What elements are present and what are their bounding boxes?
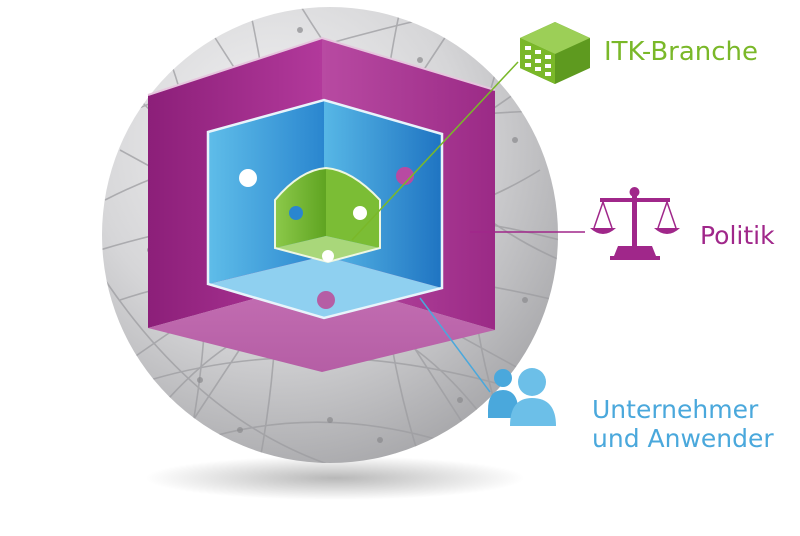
label-user-line1: Unternehmer bbox=[592, 395, 759, 424]
label-politik: Politik bbox=[700, 221, 775, 250]
label-itk-branche: ITK-Branche bbox=[604, 37, 759, 67]
connector-user bbox=[419, 297, 491, 393]
people-icon bbox=[488, 368, 556, 426]
label-unternehmer-und-anwender: Unternehmer und Anwender bbox=[592, 395, 774, 454]
connector-itk bbox=[351, 61, 519, 241]
office-building-icon bbox=[520, 22, 590, 84]
scales-of-justice-icon bbox=[590, 187, 680, 260]
label-user-line2: und Anwender bbox=[592, 423, 774, 453]
globe-shadow bbox=[145, 456, 525, 500]
layer-itk bbox=[274, 166, 381, 264]
